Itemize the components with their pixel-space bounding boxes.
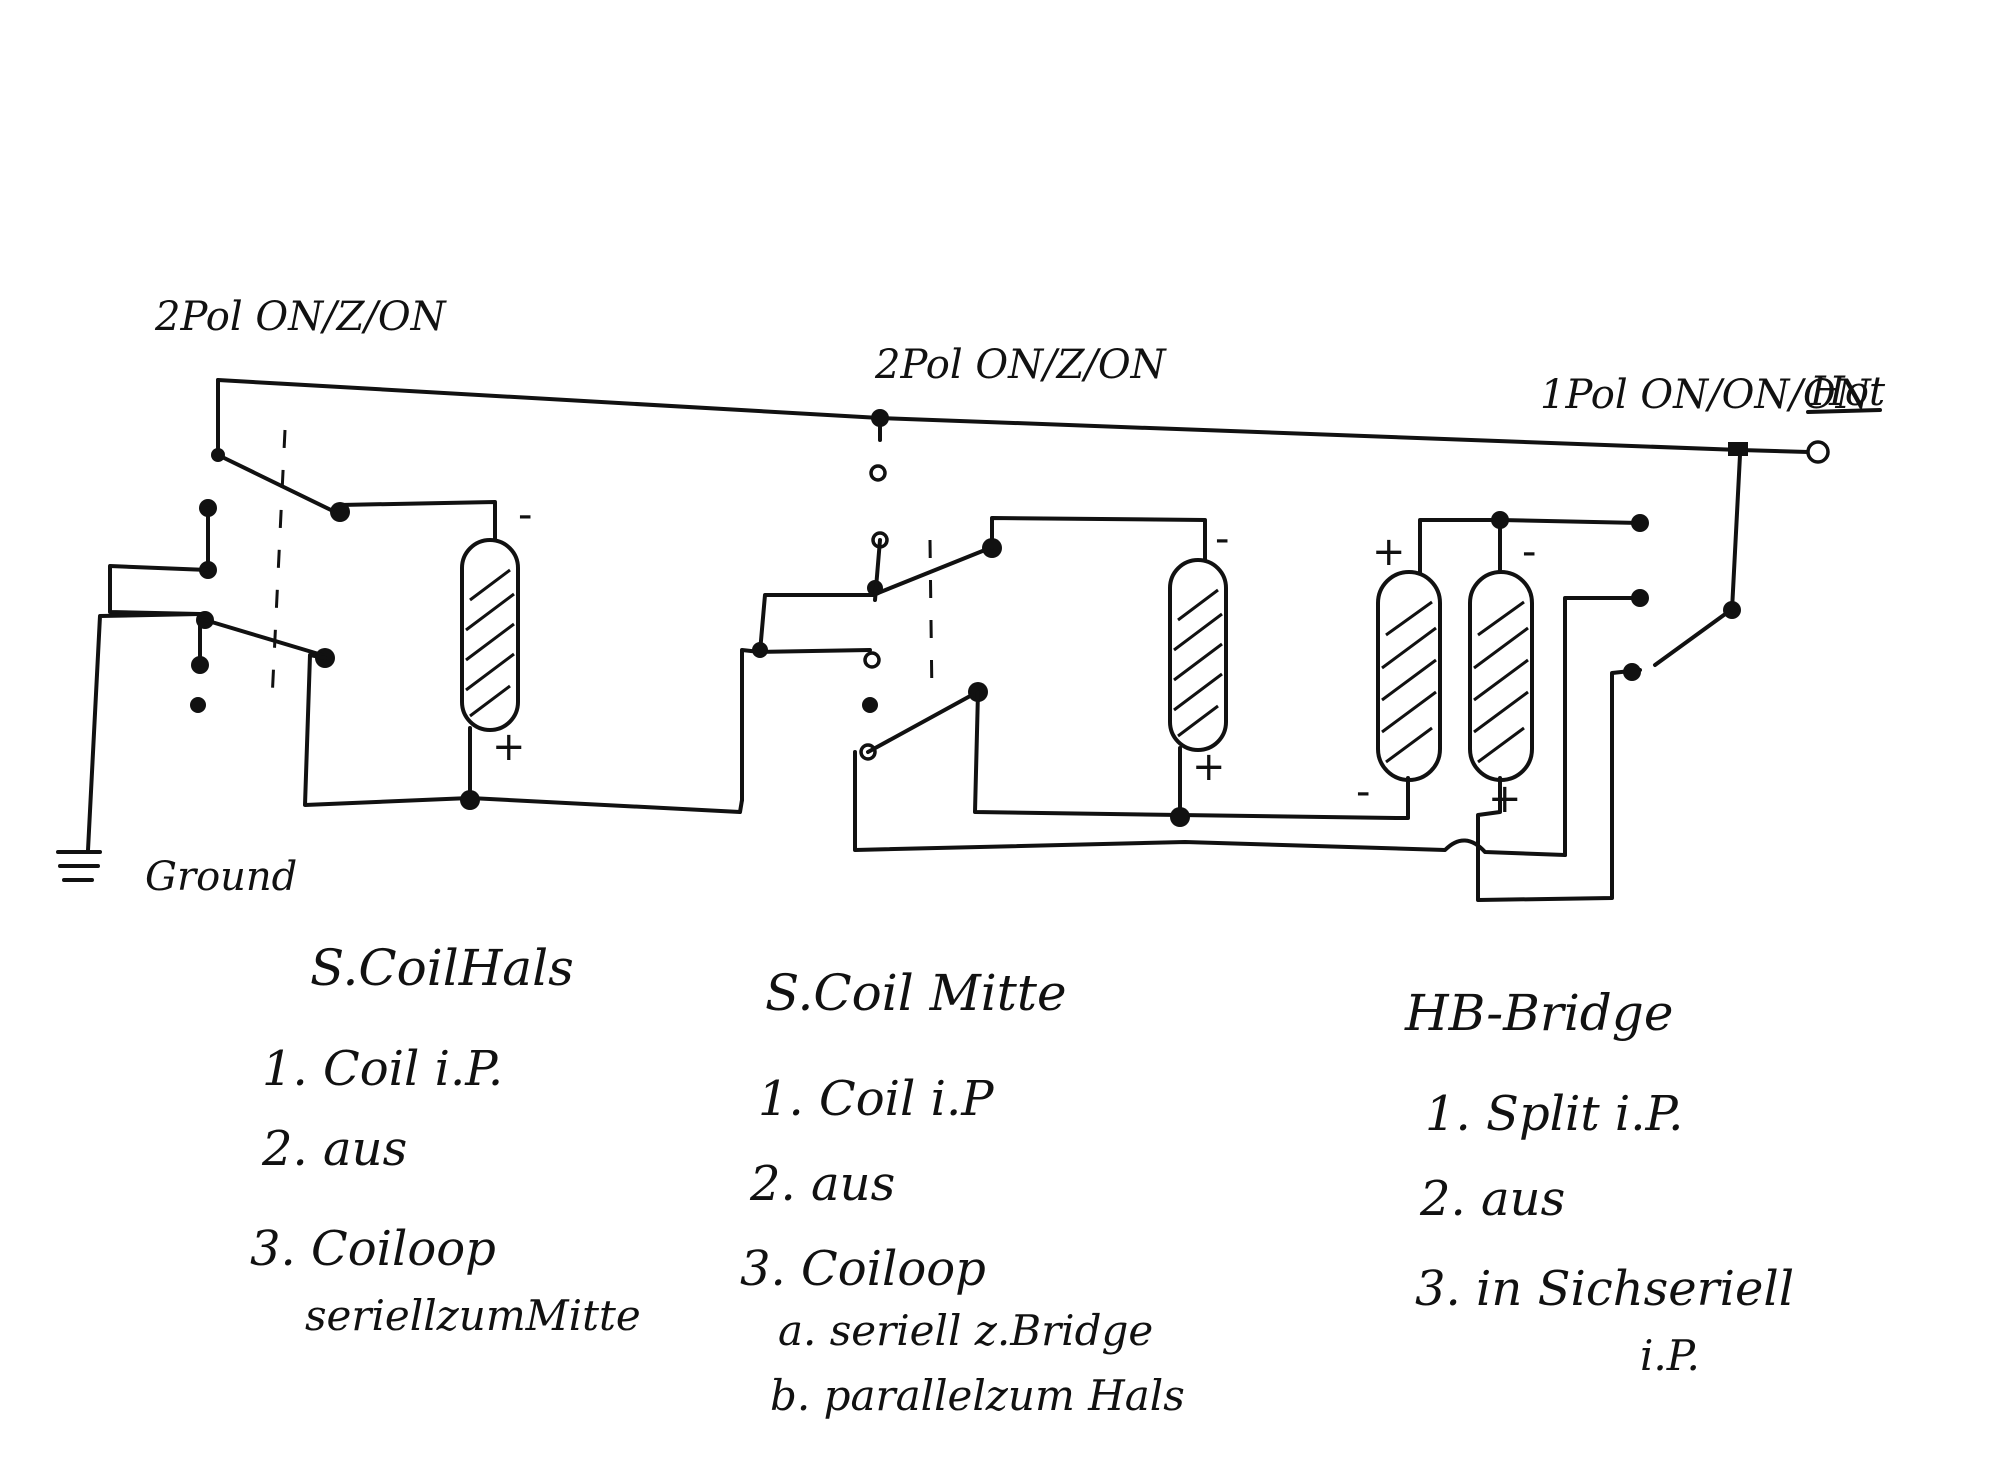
middle-input-junction: [752, 642, 768, 658]
bridge-switch-terminal: [1631, 514, 1649, 532]
bridge-item-3: 3. in Sichseriell: [1415, 1261, 1794, 1317]
bridge-column-title: HB-Bridge: [1404, 984, 1673, 1042]
hot-label-underline: [1806, 408, 1882, 414]
neck-coil-plus-junction: [460, 790, 480, 810]
middle-coil-minus-wire: [990, 516, 1207, 567]
ground-label: Ground: [145, 854, 297, 900]
neck-coil-plus-sign: +: [492, 724, 526, 770]
neck-switch-terminal: [190, 697, 206, 713]
top-bus-wire: [216, 378, 1742, 452]
neck-switch-lever: [216, 453, 337, 514]
bridge-item-2: 2. aus: [1419, 1171, 1565, 1227]
humbucker-left-plus-sign: +: [1372, 529, 1406, 575]
neck-switch-terminal: [330, 502, 350, 522]
bridge-switch-terminal: [1623, 663, 1641, 681]
middle-switch-lever: [866, 693, 974, 754]
middle-item-2: 2. aus: [749, 1156, 895, 1212]
neck-column: S.CoilHals 1. Coil i.P. 2. aus 3. Coiloo…: [250, 939, 641, 1340]
middle-column-title: S.Coil Mitte: [765, 964, 1067, 1022]
middle-switch-terminal: [862, 697, 878, 713]
middle-note-b: b. parallelzum Hals: [770, 1371, 1185, 1420]
neck-to-middle-wire: [303, 653, 744, 814]
middle-switch-terminal: [863, 651, 881, 669]
neck-item-3: 3. Coiloop: [250, 1221, 496, 1277]
middle-single-coil: [1168, 558, 1228, 752]
middle-switch: [859, 409, 1002, 761]
neck-column-title: S.CoilHals: [310, 939, 574, 997]
neck-switch: [190, 429, 350, 713]
bridge-note: i.P.: [1640, 1331, 1700, 1380]
neck-switch-dashed-linkage: [270, 429, 287, 701]
middle-to-bridge-bottom-wire: [853, 750, 1567, 857]
neck-to-middle-switch-wire: [740, 648, 762, 802]
middle-switch-input-wire: [753, 648, 872, 654]
bridge-switch: [1623, 453, 1742, 681]
middle-switch-terminal: [869, 464, 887, 482]
hot-output-terminal: [1806, 440, 1830, 464]
hot-label: Hot: [1809, 369, 1886, 415]
middle-item-3: 3. Coiloop: [740, 1241, 986, 1297]
neck-item-2: 2. aus: [261, 1121, 407, 1177]
middle-switch-label: 2Pol ON/Z/ON: [874, 342, 1168, 388]
middle-note-a: a. seriell z.Bridge: [778, 1306, 1153, 1355]
ground-wire: [86, 612, 202, 852]
humbucker-link-wire: [1418, 518, 1642, 587]
humbucker-split-wire: [1563, 596, 1642, 857]
humbucker-right-minus-sign: -: [1522, 529, 1536, 575]
bridge-switch-common-wire: [1730, 453, 1742, 612]
humbucker-link-junction: [1491, 511, 1509, 529]
neck-item-1: 1. Coil i.P.: [262, 1041, 503, 1097]
ground-wire: [108, 564, 210, 616]
hot-junction: [1728, 442, 1748, 456]
bridge-column: HB-Bridge 1. Split i.P. 2. aus 3. in Sic…: [1404, 984, 1794, 1380]
neck-single-coil: [460, 538, 520, 732]
middle-switch-link: [873, 538, 882, 602]
middle-switch-lever: [876, 548, 987, 595]
neck-coil-minus-wire: [338, 500, 497, 550]
bridge-switch-lever: [1653, 610, 1730, 667]
middle-coil-plus-return: [973, 690, 1398, 820]
middle-switch-input-wire: [758, 593, 877, 654]
bridge-switch-terminal: [1631, 589, 1649, 607]
middle-coil-minus-sign: -: [1215, 516, 1229, 562]
neck-note: seriellzumMitte: [305, 1291, 641, 1340]
humbucker-left-minus-wire: [1394, 776, 1410, 820]
middle-coil-plus-sign: +: [1192, 744, 1226, 790]
hot-output-wire: [1738, 448, 1810, 454]
middle-switch-dashed-linkage: [928, 539, 934, 701]
ground-symbol: [56, 850, 102, 882]
humbucker-left-minus-sign: -: [1356, 769, 1370, 815]
humbucker-right-plus-wire: [1476, 668, 1642, 902]
middle-item-1: 1. Coil i.P: [758, 1071, 994, 1127]
neck-coil-minus-sign: -: [518, 492, 532, 538]
humbucker-right-plus-sign: +: [1488, 776, 1522, 822]
bridge-item-1: 1. Split i.P.: [1425, 1086, 1683, 1142]
neck-switch-label: 2Pol ON/Z/ON: [154, 294, 448, 340]
humbucker-coil-left: [1376, 570, 1442, 782]
humbucker-coil-right: [1468, 570, 1534, 782]
middle-column: S.Coil Mitte 1. Coil i.P 2. aus 3. Coilo…: [740, 964, 1185, 1420]
neck-switch-lever: [203, 618, 324, 657]
middle-coil-plus-junction: [1170, 807, 1190, 827]
